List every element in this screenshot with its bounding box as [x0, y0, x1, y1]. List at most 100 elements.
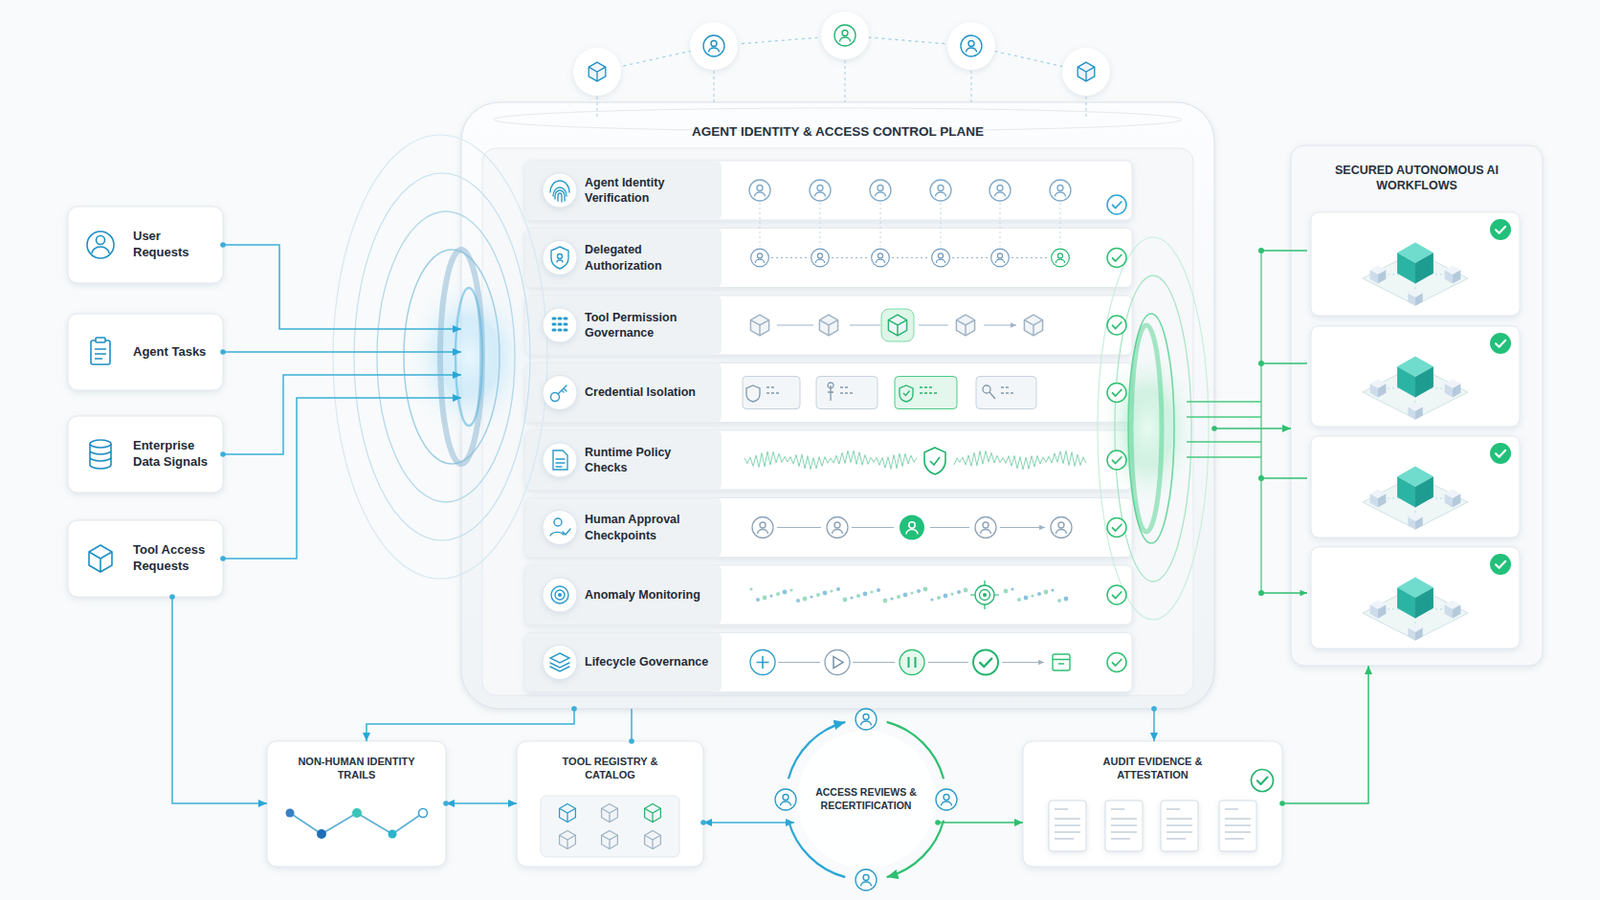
node-label: Runtime Policy Checks	[584, 444, 712, 477]
policy-row: Agent Identity Verification	[525, 160, 1133, 221]
signal-dot	[1017, 598, 1022, 602]
input-box: Agent Tasks	[67, 313, 223, 391]
connector-dot	[169, 594, 176, 600]
small-cube	[1370, 378, 1387, 398]
signal-dot	[829, 589, 833, 593]
row-shape	[525, 498, 1133, 558]
signal-dot	[1010, 587, 1014, 591]
signal-dot	[963, 588, 969, 594]
node-label: NON-HUMAN IDENTITY TRAILS	[289, 755, 424, 783]
signal-dot	[836, 587, 841, 592]
connector	[937, 822, 1023, 824]
connector-dot	[1211, 425, 1218, 432]
connector-dot	[628, 738, 635, 745]
connector	[1153, 709, 1156, 742]
node-label: User Requests	[133, 228, 216, 262]
check-badge	[1489, 333, 1512, 355]
signal-dot	[1003, 589, 1009, 595]
node-label: Credential Isolation	[584, 384, 696, 400]
node-label: Tool Permission Governance	[584, 310, 712, 342]
connector-dot	[1151, 706, 1157, 712]
signal-dot	[1064, 597, 1069, 602]
check-badge	[1489, 443, 1512, 465]
row-shape	[525, 295, 1133, 356]
signal-dot	[755, 598, 760, 602]
signal-dot	[916, 589, 921, 594]
workflow-cube	[1397, 466, 1434, 508]
signal-dot	[816, 593, 821, 598]
control-plane: AGENT IDENTITY & ACCESS CONTROL PLANEAge…	[461, 102, 1215, 710]
signal-dot	[769, 594, 773, 598]
audit-box: AUDIT EVIDENCE & ATTESTATION	[1022, 741, 1283, 867]
waveform	[744, 450, 917, 470]
node-label: Agent Identity Verification	[584, 175, 712, 207]
connector	[1214, 427, 1291, 430]
connector-dot	[700, 820, 707, 826]
box-shape	[67, 416, 223, 493]
policy-row: Anomaly Monitoring	[525, 565, 1133, 625]
connector	[445, 802, 517, 805]
plane-inner	[482, 148, 1194, 696]
small-cube	[1444, 600, 1462, 619]
signal-dot	[749, 587, 753, 591]
waveform	[954, 450, 1087, 470]
row-shape	[525, 228, 1133, 289]
row-label-cell	[525, 295, 722, 356]
row-label-cell	[525, 160, 722, 221]
node-label: Anomaly Monitoring	[584, 587, 701, 603]
row-shape	[525, 363, 1133, 423]
box-shape	[67, 313, 223, 391]
signal-dot	[956, 590, 961, 595]
node-label: Delegated Authorization	[584, 242, 712, 274]
small-cube	[1444, 378, 1462, 398]
connector	[222, 398, 462, 559]
signal-dot	[789, 588, 793, 592]
node-label: Lifecycle Governance	[584, 654, 709, 670]
signal-dot	[1057, 599, 1062, 603]
signal-dot	[1030, 594, 1034, 598]
signal-dot	[776, 592, 780, 597]
node-label: Agent Tasks	[133, 344, 206, 361]
box-shape	[1022, 741, 1283, 867]
connector	[222, 244, 462, 330]
connector-dot	[443, 800, 449, 807]
signal-dot	[843, 598, 848, 603]
box-shape	[266, 741, 446, 867]
connector	[366, 709, 575, 742]
signal-dot	[923, 587, 929, 593]
signal-dot	[936, 596, 941, 600]
connector-dot	[220, 349, 226, 356]
node-label: Enterprise Data Signals	[133, 438, 216, 471]
signal-dot	[903, 593, 909, 599]
small-cube	[1370, 265, 1387, 284]
connector-dot	[571, 706, 578, 712]
signal-dot	[1050, 588, 1054, 592]
review-cycle: ACCESS REVIEWS & RECERTIFICATION	[794, 771, 938, 829]
signal-dot	[876, 588, 881, 593]
row-label-cell	[525, 633, 722, 693]
workflow-cube	[1397, 577, 1434, 619]
row-label-cell	[525, 430, 722, 490]
policy-row: Credential Isolation	[525, 363, 1133, 423]
trail-box: NON-HUMAN IDENTITY TRAILS	[266, 741, 446, 867]
connector	[222, 351, 462, 354]
signal-dot	[950, 592, 954, 596]
signal-dot	[1044, 590, 1049, 596]
small-cube	[1444, 488, 1462, 508]
workflow-cube	[1397, 242, 1434, 284]
registry-box: TOOL REGISTRY & CATALOG	[516, 741, 704, 867]
signal-dot	[809, 595, 813, 599]
signal-dot	[930, 598, 934, 601]
doc-lines	[1111, 809, 1137, 840]
signal-dot	[943, 594, 949, 600]
connector	[222, 375, 462, 455]
signal-dot	[896, 595, 901, 600]
panel-shape	[1290, 145, 1543, 667]
small-cube	[1370, 600, 1387, 619]
small-cube	[1370, 488, 1387, 508]
connector-dot	[220, 242, 226, 248]
input-box: Tool Access Requests	[67, 520, 223, 598]
small-cube	[1444, 265, 1462, 284]
doc-lines	[1224, 809, 1251, 840]
